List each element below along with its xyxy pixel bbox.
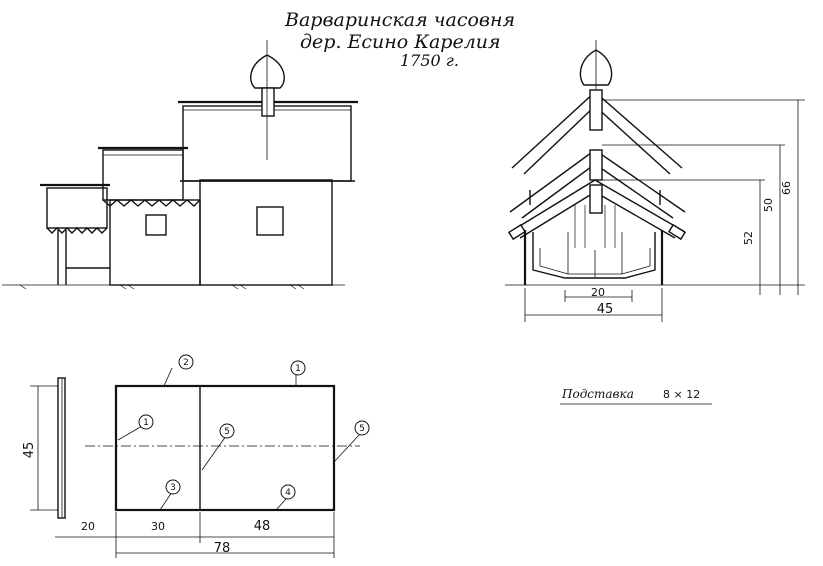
svg-text:5: 5 (224, 427, 230, 437)
main-window (256, 206, 284, 236)
middle-block (109, 199, 201, 286)
svg-text:1: 1 (295, 364, 301, 374)
onion-dome (250, 40, 285, 160)
support-note: Подставка 8 × 12 (560, 387, 712, 405)
plan-side-bar (57, 377, 66, 519)
svg-text:2: 2 (183, 358, 189, 368)
section-boards (574, 205, 616, 248)
middle-roof (102, 149, 184, 201)
note-size: 8 × 12 (663, 388, 700, 401)
svg-text:4: 4 (285, 488, 291, 498)
king-post-upper (589, 89, 603, 131)
title-line-1: Варваринская часовня (284, 9, 515, 31)
section-interior (532, 232, 656, 279)
marker-5: 5 (219, 423, 235, 439)
dim-offset: 20 (81, 520, 95, 533)
porch-roof (46, 187, 108, 229)
dim-left-width: 30 (151, 520, 165, 533)
main-block (199, 179, 333, 286)
title-block: Варваринская часовня дер. Есино Карелия … (284, 9, 515, 70)
side-elevation (2, 40, 358, 290)
front-section: 52 50 66 20 45 (505, 40, 805, 322)
title-line-2: дер. Есино Карелия (300, 31, 501, 53)
title-line-3: 1750 г. (400, 51, 459, 70)
plan-outline (114, 384, 336, 512)
marker-4: 4 (280, 484, 296, 500)
svg-text:3: 3 (170, 483, 176, 493)
king-post-middle (589, 149, 603, 181)
dim-height-50: 50 (762, 198, 775, 212)
marker-1: 1 (290, 360, 306, 376)
marker-1b: 1 (138, 414, 154, 430)
marker-2: 2 (178, 354, 194, 370)
dim-height-66: 66 (780, 181, 793, 195)
plan-view: 2 1 1 5 5 3 4 45 20 30 48 78 (22, 354, 370, 558)
dim-height-52: 52 (742, 231, 755, 245)
marker-5b: 5 (354, 420, 370, 436)
dim-inner-width: 20 (591, 286, 605, 299)
middle-roof-fringe (102, 199, 201, 207)
svg-text:5: 5 (359, 424, 365, 434)
dim-right-width: 48 (254, 519, 271, 534)
note-label: Подставка (561, 387, 634, 401)
middle-window (145, 214, 167, 236)
dim-total-width: 78 (214, 541, 231, 556)
dim-base-width: 45 (597, 302, 614, 317)
svg-text:1: 1 (143, 418, 149, 428)
king-post-lower (589, 184, 603, 214)
marker-3: 3 (165, 479, 181, 495)
dim-plan-height: 45 (22, 442, 37, 459)
porch-fringe (46, 227, 108, 234)
